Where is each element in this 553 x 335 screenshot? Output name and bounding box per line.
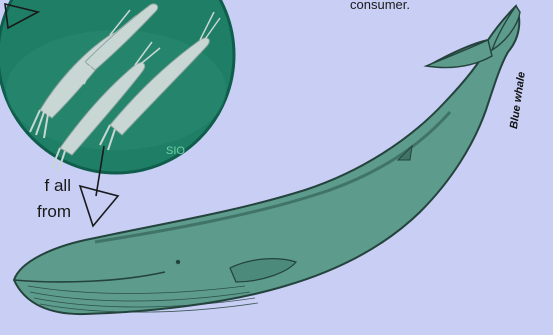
consumer-caption: consumer. <box>350 0 410 12</box>
side-caption-line-2: from <box>0 200 71 224</box>
whale-eye <box>176 260 180 264</box>
side-caption-line-1: f all <box>0 174 71 198</box>
sio-credit-label: SIO <box>166 145 185 157</box>
